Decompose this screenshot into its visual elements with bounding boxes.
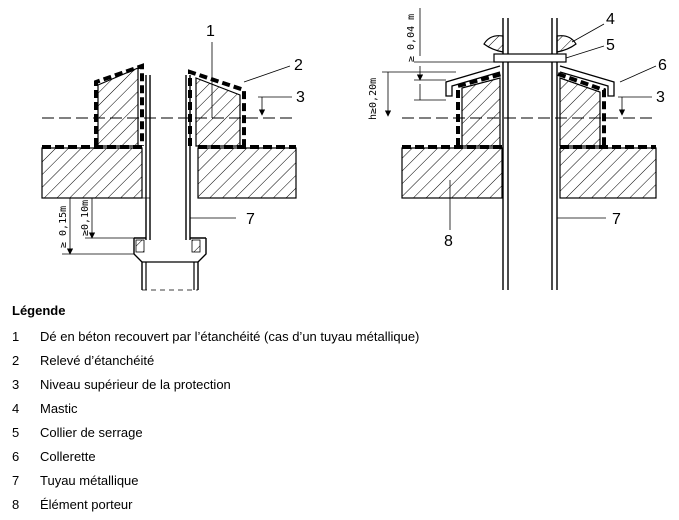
callout-right-4: 4	[606, 11, 615, 28]
right-mastic-left	[483, 35, 504, 53]
callout-right-5: 5	[606, 37, 615, 54]
legend-text: Tuyau métallique	[40, 473, 139, 488]
left-slab-right	[197, 147, 297, 199]
right-upstand-right	[559, 77, 601, 147]
legend-item: 2 Relevé d’étanchéité	[12, 352, 419, 376]
right-slab-left	[401, 147, 503, 199]
legend-number: 4	[12, 401, 20, 416]
right-upstand-left	[461, 77, 501, 147]
right-detail: ≥ 0,04 m h≥0,20m 4 5 6 3 7 8	[368, 8, 667, 290]
legend-item: 3 Niveau supérieur de la protection	[12, 376, 419, 400]
left-upstand-right	[195, 77, 241, 147]
legend-item: 7 Tuyau métallique	[12, 472, 419, 496]
left-pipe-socket	[133, 237, 207, 290]
callout-right-3: 3	[656, 89, 665, 106]
callout-left-2: 2	[294, 57, 303, 74]
legend-number: 3	[12, 377, 20, 392]
callout-right-6: 6	[658, 57, 667, 74]
legend-number: 6	[12, 449, 20, 464]
legend-text: Relevé d’étanchéité	[40, 353, 155, 368]
callout-left-1: 1	[206, 23, 215, 40]
legend-number: 7	[12, 473, 20, 488]
right-slab-right	[559, 147, 657, 199]
dim-right-004: ≥ 0,04 m	[406, 14, 417, 62]
legend-text: Dé en béton recouvert par l’étanchéité (…	[40, 329, 420, 344]
legend-item: 5 Collier de serrage	[12, 424, 419, 448]
dim-left-015: ≥ 0,15m	[58, 206, 69, 248]
legend-item: 8 Élément porteur	[12, 496, 419, 520]
legend-item: 1 Dé en béton recouvert par l’étanchéité …	[12, 328, 419, 352]
callout-left-7: 7	[246, 211, 255, 228]
legend-number: 8	[12, 497, 20, 512]
legend-number: 2	[12, 353, 20, 368]
left-upturn-left	[94, 63, 144, 146]
legend-number: 1	[12, 329, 20, 344]
dim-left-010: ≥0,10m	[80, 200, 91, 236]
legend-text: Élément porteur	[40, 497, 133, 512]
right-clamp	[493, 53, 567, 63]
legend-text: Niveau supérieur de la protection	[40, 377, 231, 392]
legend-list: 1 Dé en béton recouvert par l’étanchéité …	[12, 328, 419, 520]
legend-text: Collerette	[40, 449, 96, 464]
legend-title: Légende	[12, 303, 66, 318]
legend-item: 4 Mastic	[12, 400, 419, 424]
callout-right-8: 8	[444, 233, 453, 250]
left-slab-left	[41, 147, 143, 199]
legend-text: Mastic	[40, 401, 78, 416]
left-detail: ≥ 0,15m ≥0,10m 1 2 3 7	[41, 23, 305, 291]
legend-number: 5	[12, 425, 20, 440]
left-upstand-left	[97, 67, 139, 147]
technical-drawing: ≥ 0,15m ≥0,10m 1 2 3 7	[41, 8, 667, 291]
legend-item: 6 Collerette	[12, 448, 419, 472]
callout-left-3: 3	[296, 89, 305, 106]
dim-right-020: h≥0,20m	[368, 78, 379, 120]
callout-right-7: 7	[612, 211, 621, 228]
right-mastic-right	[556, 35, 577, 53]
legend-text: Collier de serrage	[40, 425, 143, 440]
right-collar	[445, 65, 501, 97]
